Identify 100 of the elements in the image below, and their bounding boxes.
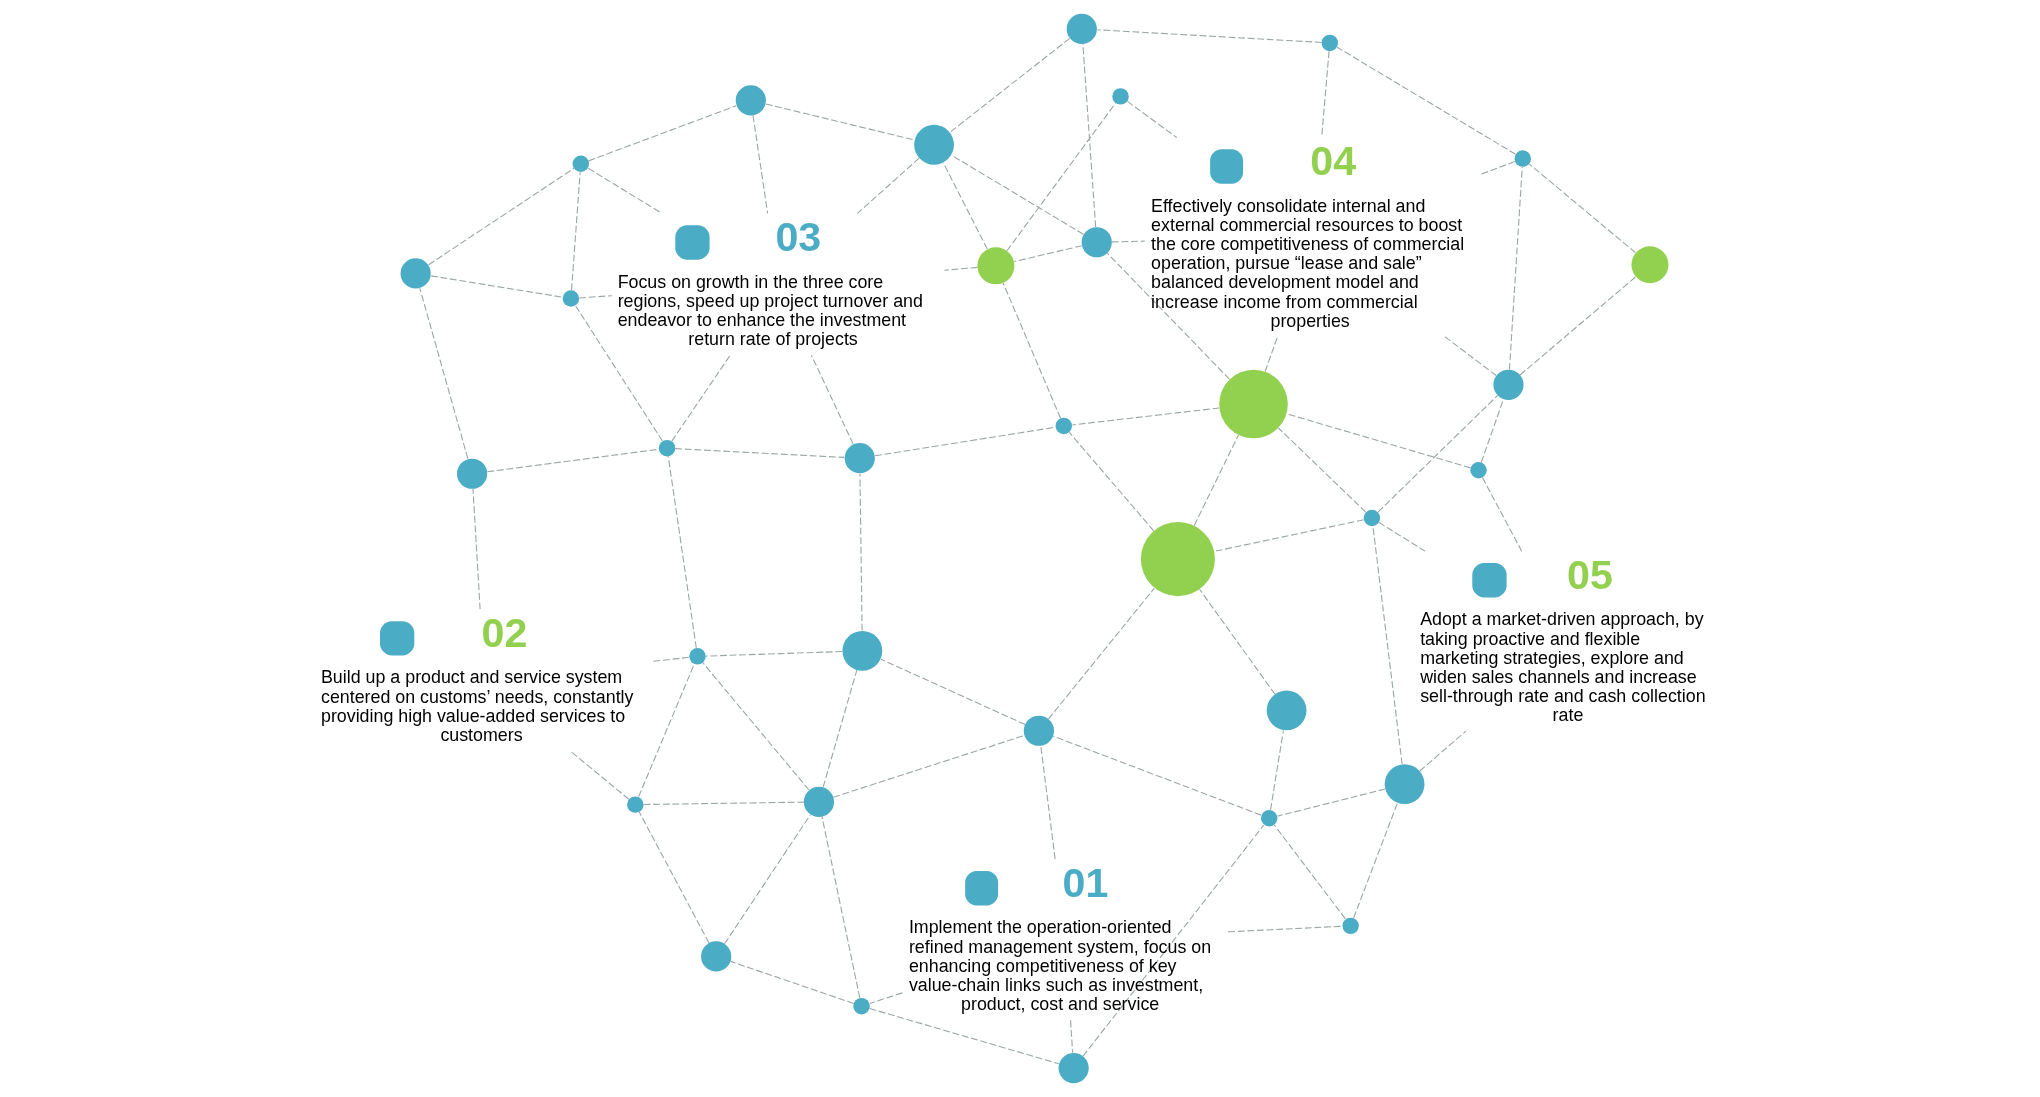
- node-circle: [841, 630, 882, 671]
- connector: [1198, 588, 1276, 695]
- connector: [1039, 745, 1056, 860]
- connector: [1081, 43, 1096, 228]
- connector: [942, 162, 988, 250]
- connector: [1096, 29, 1322, 43]
- connector: [810, 354, 854, 445]
- connector: [1285, 413, 1471, 469]
- connector: [1320, 50, 1330, 138]
- node-circle: [1469, 462, 1487, 479]
- node-circle: [976, 247, 1014, 285]
- node-circle: [1081, 227, 1112, 258]
- node-circle: [1471, 563, 1507, 598]
- node-circle: [562, 290, 579, 307]
- connector: [701, 662, 809, 791]
- connector: [1106, 252, 1230, 380]
- node-circle: [852, 997, 870, 1015]
- node-circle: [1066, 13, 1097, 44]
- connector: [587, 167, 663, 215]
- connector: [574, 305, 663, 442]
- connector: [874, 426, 1056, 457]
- node-circle: [456, 458, 487, 489]
- connector: [569, 750, 629, 800]
- connector: [1052, 735, 1262, 816]
- node-circle: [1266, 690, 1306, 731]
- connector: [1264, 336, 1278, 372]
- connector: [820, 816, 860, 999]
- node-circle: [400, 258, 431, 289]
- connector: [1528, 163, 1636, 254]
- node-circle: [658, 439, 675, 457]
- node-label: Build up a product and service system centered on customs’ needs, constantly providing high value-added services to customers: [320, 667, 633, 746]
- connector: [752, 114, 768, 214]
- connector: [1418, 730, 1466, 772]
- connector: [1336, 46, 1516, 155]
- connector: [1005, 102, 1116, 252]
- connector: [1226, 925, 1343, 933]
- node-circle: [964, 871, 998, 906]
- node-circle: [700, 941, 731, 972]
- node-circle: [674, 225, 710, 260]
- node-circle: [1058, 1053, 1089, 1084]
- connector: [1444, 336, 1497, 377]
- connector: [1213, 519, 1364, 552]
- connector: [670, 354, 731, 442]
- connector: [950, 154, 1084, 235]
- connector: [638, 811, 710, 944]
- connector: [418, 287, 468, 460]
- node-label: Effectively consolidate internal and external commercial resources to boost the core competitiveness of commercial operation, pursue “lease and sale” balanced development model and increase income from commercial properties: [1150, 195, 1464, 331]
- connector: [1519, 276, 1636, 376]
- node-circle: [379, 621, 414, 656]
- connector: [1068, 431, 1154, 532]
- node-label: 05: [1566, 552, 1613, 599]
- node-circle: [1514, 150, 1531, 167]
- connector: [430, 275, 563, 298]
- connector: [858, 473, 863, 632]
- connector: [1002, 282, 1061, 419]
- connector: [1481, 477, 1522, 552]
- connector: [637, 663, 695, 798]
- connector: [764, 103, 915, 141]
- connector: [486, 448, 659, 473]
- connector: [1193, 434, 1239, 526]
- node-circle: [572, 155, 589, 172]
- node-circle: [1140, 522, 1215, 597]
- node-circle: [735, 85, 766, 116]
- connector: [578, 295, 613, 299]
- connector: [723, 814, 811, 945]
- connector: [570, 171, 581, 291]
- connector: [856, 157, 920, 214]
- node-circle: [1363, 509, 1380, 527]
- connector: [674, 448, 845, 458]
- connector: [948, 37, 1070, 133]
- connector: [652, 656, 690, 662]
- connector: [1069, 1019, 1073, 1054]
- node-circle: [1630, 246, 1668, 284]
- connector: [832, 735, 1025, 798]
- connector: [1013, 245, 1082, 263]
- connector: [1371, 526, 1403, 765]
- node-circle: [688, 648, 706, 665]
- connector: [1276, 788, 1386, 817]
- node-circle: [1492, 369, 1524, 400]
- node-circle: [1209, 149, 1243, 184]
- connector: [868, 992, 903, 1004]
- connector: [1047, 587, 1155, 720]
- connector: [1269, 729, 1284, 811]
- node-circle: [1384, 764, 1424, 805]
- node-label: Focus on growth in the three core regions, speed up project turnover and endeavor to enhance the investment return rate of projects: [617, 271, 923, 350]
- connector: [427, 167, 574, 266]
- node-circle: [626, 796, 644, 813]
- connector: [642, 801, 804, 806]
- node-label: 02: [481, 610, 527, 657]
- connector: [1082, 824, 1264, 1057]
- connector: [1277, 427, 1366, 513]
- node-circle: [1260, 810, 1277, 827]
- connector: [1273, 824, 1346, 920]
- connector: [1480, 161, 1515, 175]
- connector: [943, 266, 978, 271]
- node-circle: [913, 124, 954, 165]
- node-label: 04: [1309, 138, 1356, 185]
- connector: [587, 105, 737, 162]
- connector: [704, 651, 843, 657]
- node-circle: [1321, 34, 1338, 52]
